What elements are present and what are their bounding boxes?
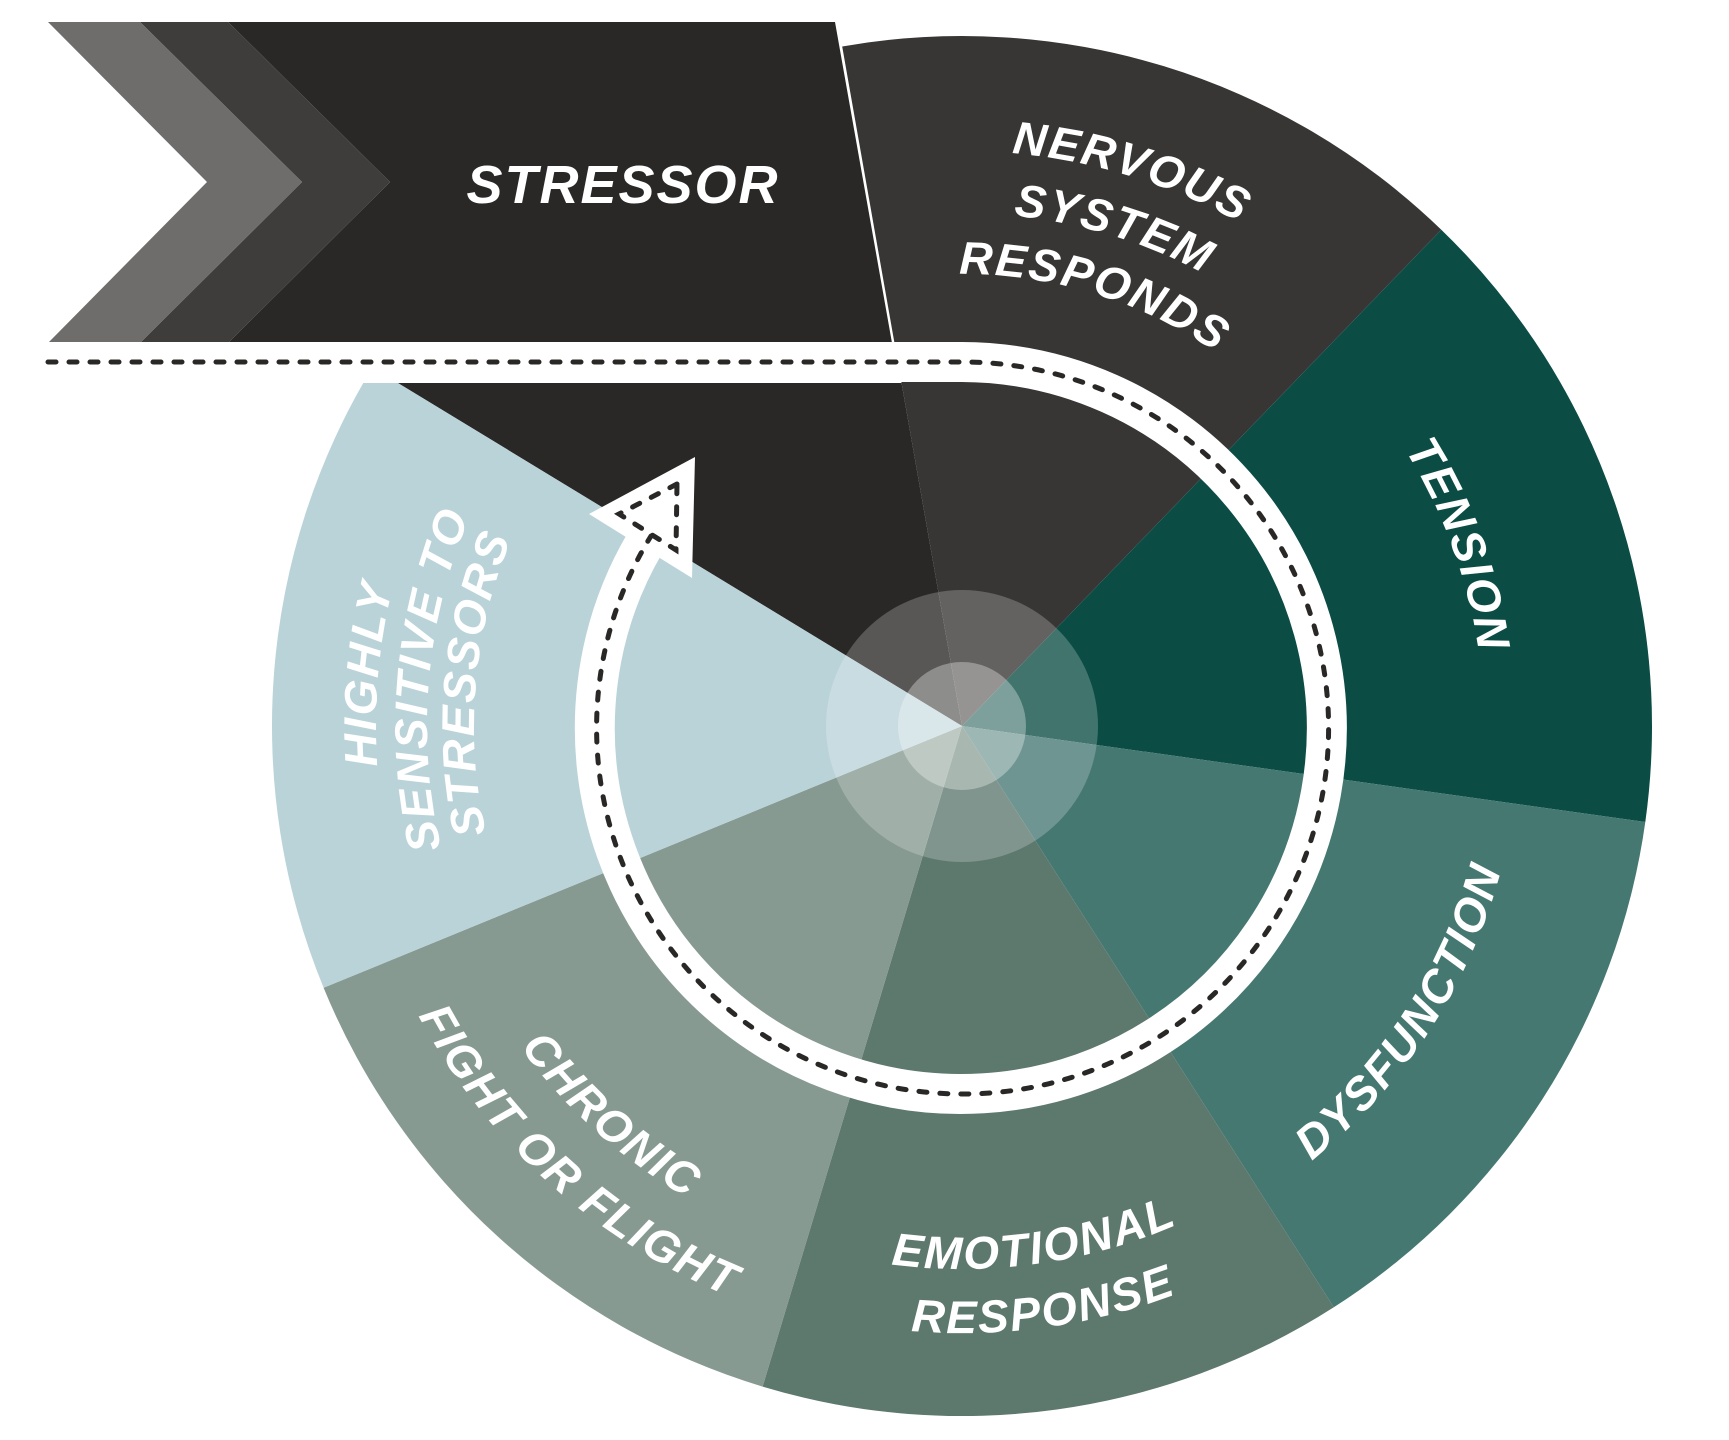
banner-body: [228, 22, 892, 343]
slice-tension: [962, 229, 1653, 822]
hub-outer-circle: [826, 590, 1098, 862]
arrow-head-dotted-outline: [613, 479, 680, 555]
slice-nervous-system-responds: [842, 36, 1442, 727]
slice-chronic-fight-or-flight: [323, 726, 963, 1387]
cycle-path-dotted-line: [45, 359, 1332, 1097]
stressor-banner: STRESSOR: [48, 22, 892, 343]
cycle-arrow: [45, 342, 1347, 1114]
chevron-icon: [48, 22, 302, 343]
hub-inner-circle: [898, 662, 1026, 790]
center-hub: [826, 590, 1098, 862]
banner-label: STRESSOR: [466, 155, 779, 215]
slice-dysfunction: [962, 726, 1646, 1308]
slice-stressor-continuation: [397, 383, 962, 726]
cycle-wheel: [272, 36, 1653, 1417]
chevron-icon: [140, 22, 390, 343]
